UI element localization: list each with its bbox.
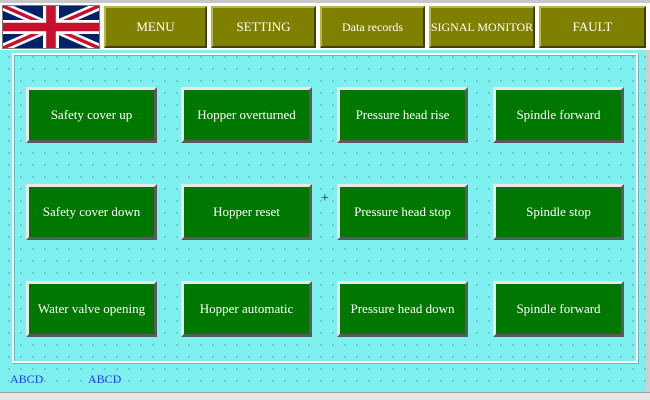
pressure-head-rise-button[interactable]: Pressure head rise — [337, 87, 468, 143]
setting-button[interactable]: SETTING — [211, 6, 316, 48]
spindle-forward-button[interactable]: Spindle forward — [493, 87, 624, 143]
safety-cover-down-button[interactable]: Safety cover down — [26, 184, 157, 240]
pressure-head-down-button[interactable]: Pressure head down — [337, 281, 468, 337]
signal-monitor-button[interactable]: SIGNAL MONITOR — [429, 6, 535, 48]
menu-button[interactable]: MENU — [104, 6, 207, 48]
data-records-button[interactable]: Data records — [320, 6, 425, 48]
top-navigation-bar: MENU SETTING Data records SIGNAL MONITOR… — [0, 0, 650, 50]
hopper-reset-button[interactable]: Hopper reset — [181, 184, 312, 240]
crosshair-icon: + — [321, 191, 329, 206]
fault-button[interactable]: FAULT — [539, 6, 646, 48]
spindle-forward-2-button[interactable]: Spindle forward — [493, 281, 624, 337]
hopper-overturned-button[interactable]: Hopper overturned — [181, 87, 312, 143]
bottom-status-strip — [0, 392, 650, 400]
pressure-head-stop-button[interactable]: Pressure head stop — [337, 184, 468, 240]
control-panel-frame — [12, 53, 638, 363]
water-valve-opening-button[interactable]: Water valve opening — [26, 281, 157, 337]
right-edge-border — [646, 50, 650, 392]
spindle-stop-button[interactable]: Spindle stop — [493, 184, 624, 240]
footer-label-2: ABCD — [88, 372, 122, 386]
uk-flag-icon[interactable] — [2, 5, 100, 49]
safety-cover-up-button[interactable]: Safety cover up — [26, 87, 157, 143]
footer-label-1: ABCD — [10, 372, 44, 386]
hopper-automatic-button[interactable]: Hopper automatic — [181, 281, 312, 337]
top-border — [0, 0, 650, 3]
